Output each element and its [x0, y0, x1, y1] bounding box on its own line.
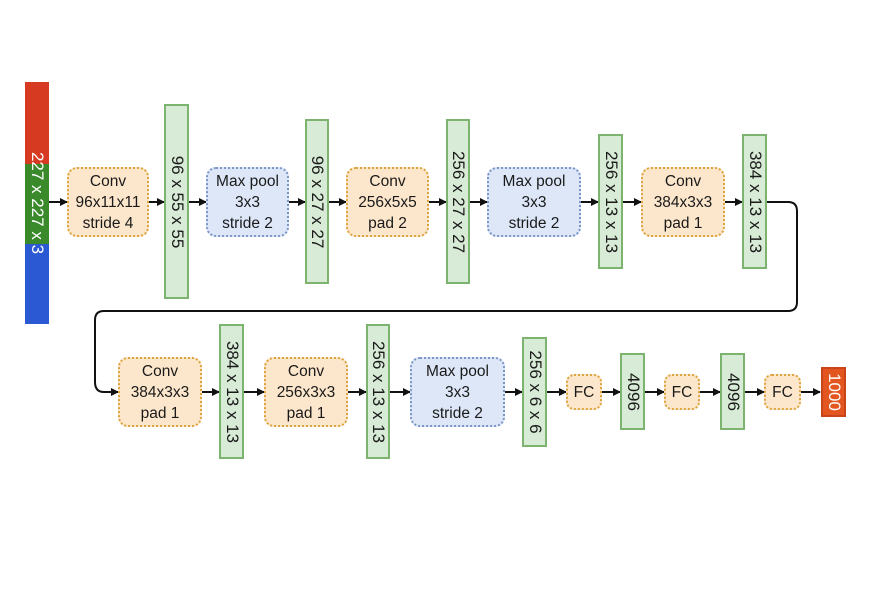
conv2-block: Conv 256x5x5 pad 2	[346, 167, 429, 237]
shape9-block: 4096	[620, 353, 645, 430]
shape9-label: 4096	[623, 372, 643, 411]
input-blue-channel	[25, 244, 49, 324]
pool3-type: Max pool	[426, 362, 489, 380]
shape4-block: 256 x 13 x 13	[598, 134, 623, 269]
conv3-filters: 384x3x3	[653, 193, 713, 211]
conv4-filters: 384x3x3	[130, 383, 190, 401]
input-label: 227 x 227 x 3	[28, 151, 47, 255]
conv4-block: Conv 384x3x3 pad 1	[118, 357, 202, 427]
conv3-pad: pad 1	[663, 214, 703, 232]
fc1-block: FC	[566, 374, 602, 410]
shape7-block: 256 x 13 x 13	[366, 324, 390, 459]
conv3-type: Conv	[664, 172, 702, 190]
input-green-channel	[25, 164, 49, 244]
input-tensor: 227 x 227 x 3	[25, 82, 49, 324]
shape6-block: 384 x 13 x 13	[219, 324, 244, 459]
pool2-block: Max pool 3x3 stride 2	[487, 167, 581, 237]
shape5-label: 384 x 13 x 13	[745, 150, 765, 253]
shape10-label: 4096	[723, 372, 743, 411]
pool1-type: Max pool	[216, 172, 279, 190]
shape1-block: 96 x 55 x 55	[164, 104, 189, 299]
conv5-type: Conv	[287, 362, 325, 380]
input-red-channel	[25, 82, 49, 164]
fc2-label: FC	[671, 383, 693, 401]
fc3-block: FC	[764, 374, 801, 410]
pool1-stride: stride 2	[222, 214, 273, 232]
fc2-block: FC	[664, 374, 700, 410]
pool3-stride: stride 2	[432, 404, 483, 422]
pool1-block: Max pool 3x3 stride 2	[206, 167, 289, 237]
shape1-label: 96 x 55 x 55	[167, 155, 187, 248]
shape3-block: 256 x 27 x 27	[446, 119, 470, 284]
conv1-type: Conv	[89, 172, 127, 190]
shape8-block: 256 x 6 x 6	[522, 337, 547, 447]
pool2-size: 3x3	[521, 193, 547, 211]
conv1-block: Conv 96x11x11 stride 4	[67, 167, 149, 237]
shape5-block: 384 x 13 x 13	[742, 134, 767, 269]
shape4-label: 256 x 13 x 13	[601, 150, 621, 253]
shape2-label: 96 x 27 x 27	[308, 155, 327, 248]
arrow-wrap-row1-row2	[94, 201, 798, 396]
conv2-filters: 256x5x5	[358, 193, 417, 211]
output-label: 1000	[824, 373, 844, 411]
pool3-size: 3x3	[445, 383, 470, 401]
pool1-size: 3x3	[235, 193, 260, 211]
conv5-pad: pad 1	[286, 404, 326, 422]
conv1-stride: stride 4	[82, 214, 134, 232]
shape10-block: 4096	[720, 353, 745, 430]
conv2-pad: pad 2	[368, 214, 407, 232]
shape2-block: 96 x 27 x 27	[305, 119, 329, 284]
conv3-block: Conv 384x3x3 pad 1	[641, 167, 725, 237]
pool2-stride: stride 2	[508, 214, 560, 232]
conv4-type: Conv	[141, 362, 179, 380]
conv4-pad: pad 1	[140, 404, 180, 422]
fc3-label: FC	[772, 383, 793, 401]
conv5-filters: 256x3x3	[276, 383, 336, 401]
conv5-block: Conv 256x3x3 pad 1	[264, 357, 348, 427]
output-block: 1000	[821, 367, 846, 417]
fc1-label: FC	[573, 383, 595, 401]
shape3-label: 256 x 27 x 27	[449, 150, 468, 253]
pool3-block: Max pool 3x3 stride 2	[410, 357, 505, 427]
shape7-label: 256 x 13 x 13	[369, 340, 388, 443]
shape6-label: 384 x 13 x 13	[222, 340, 242, 443]
pool2-type: Max pool	[502, 172, 566, 190]
shape8-label: 256 x 6 x 6	[525, 350, 545, 434]
conv1-filters: 96x11x11	[75, 193, 141, 211]
conv2-type: Conv	[369, 172, 406, 190]
